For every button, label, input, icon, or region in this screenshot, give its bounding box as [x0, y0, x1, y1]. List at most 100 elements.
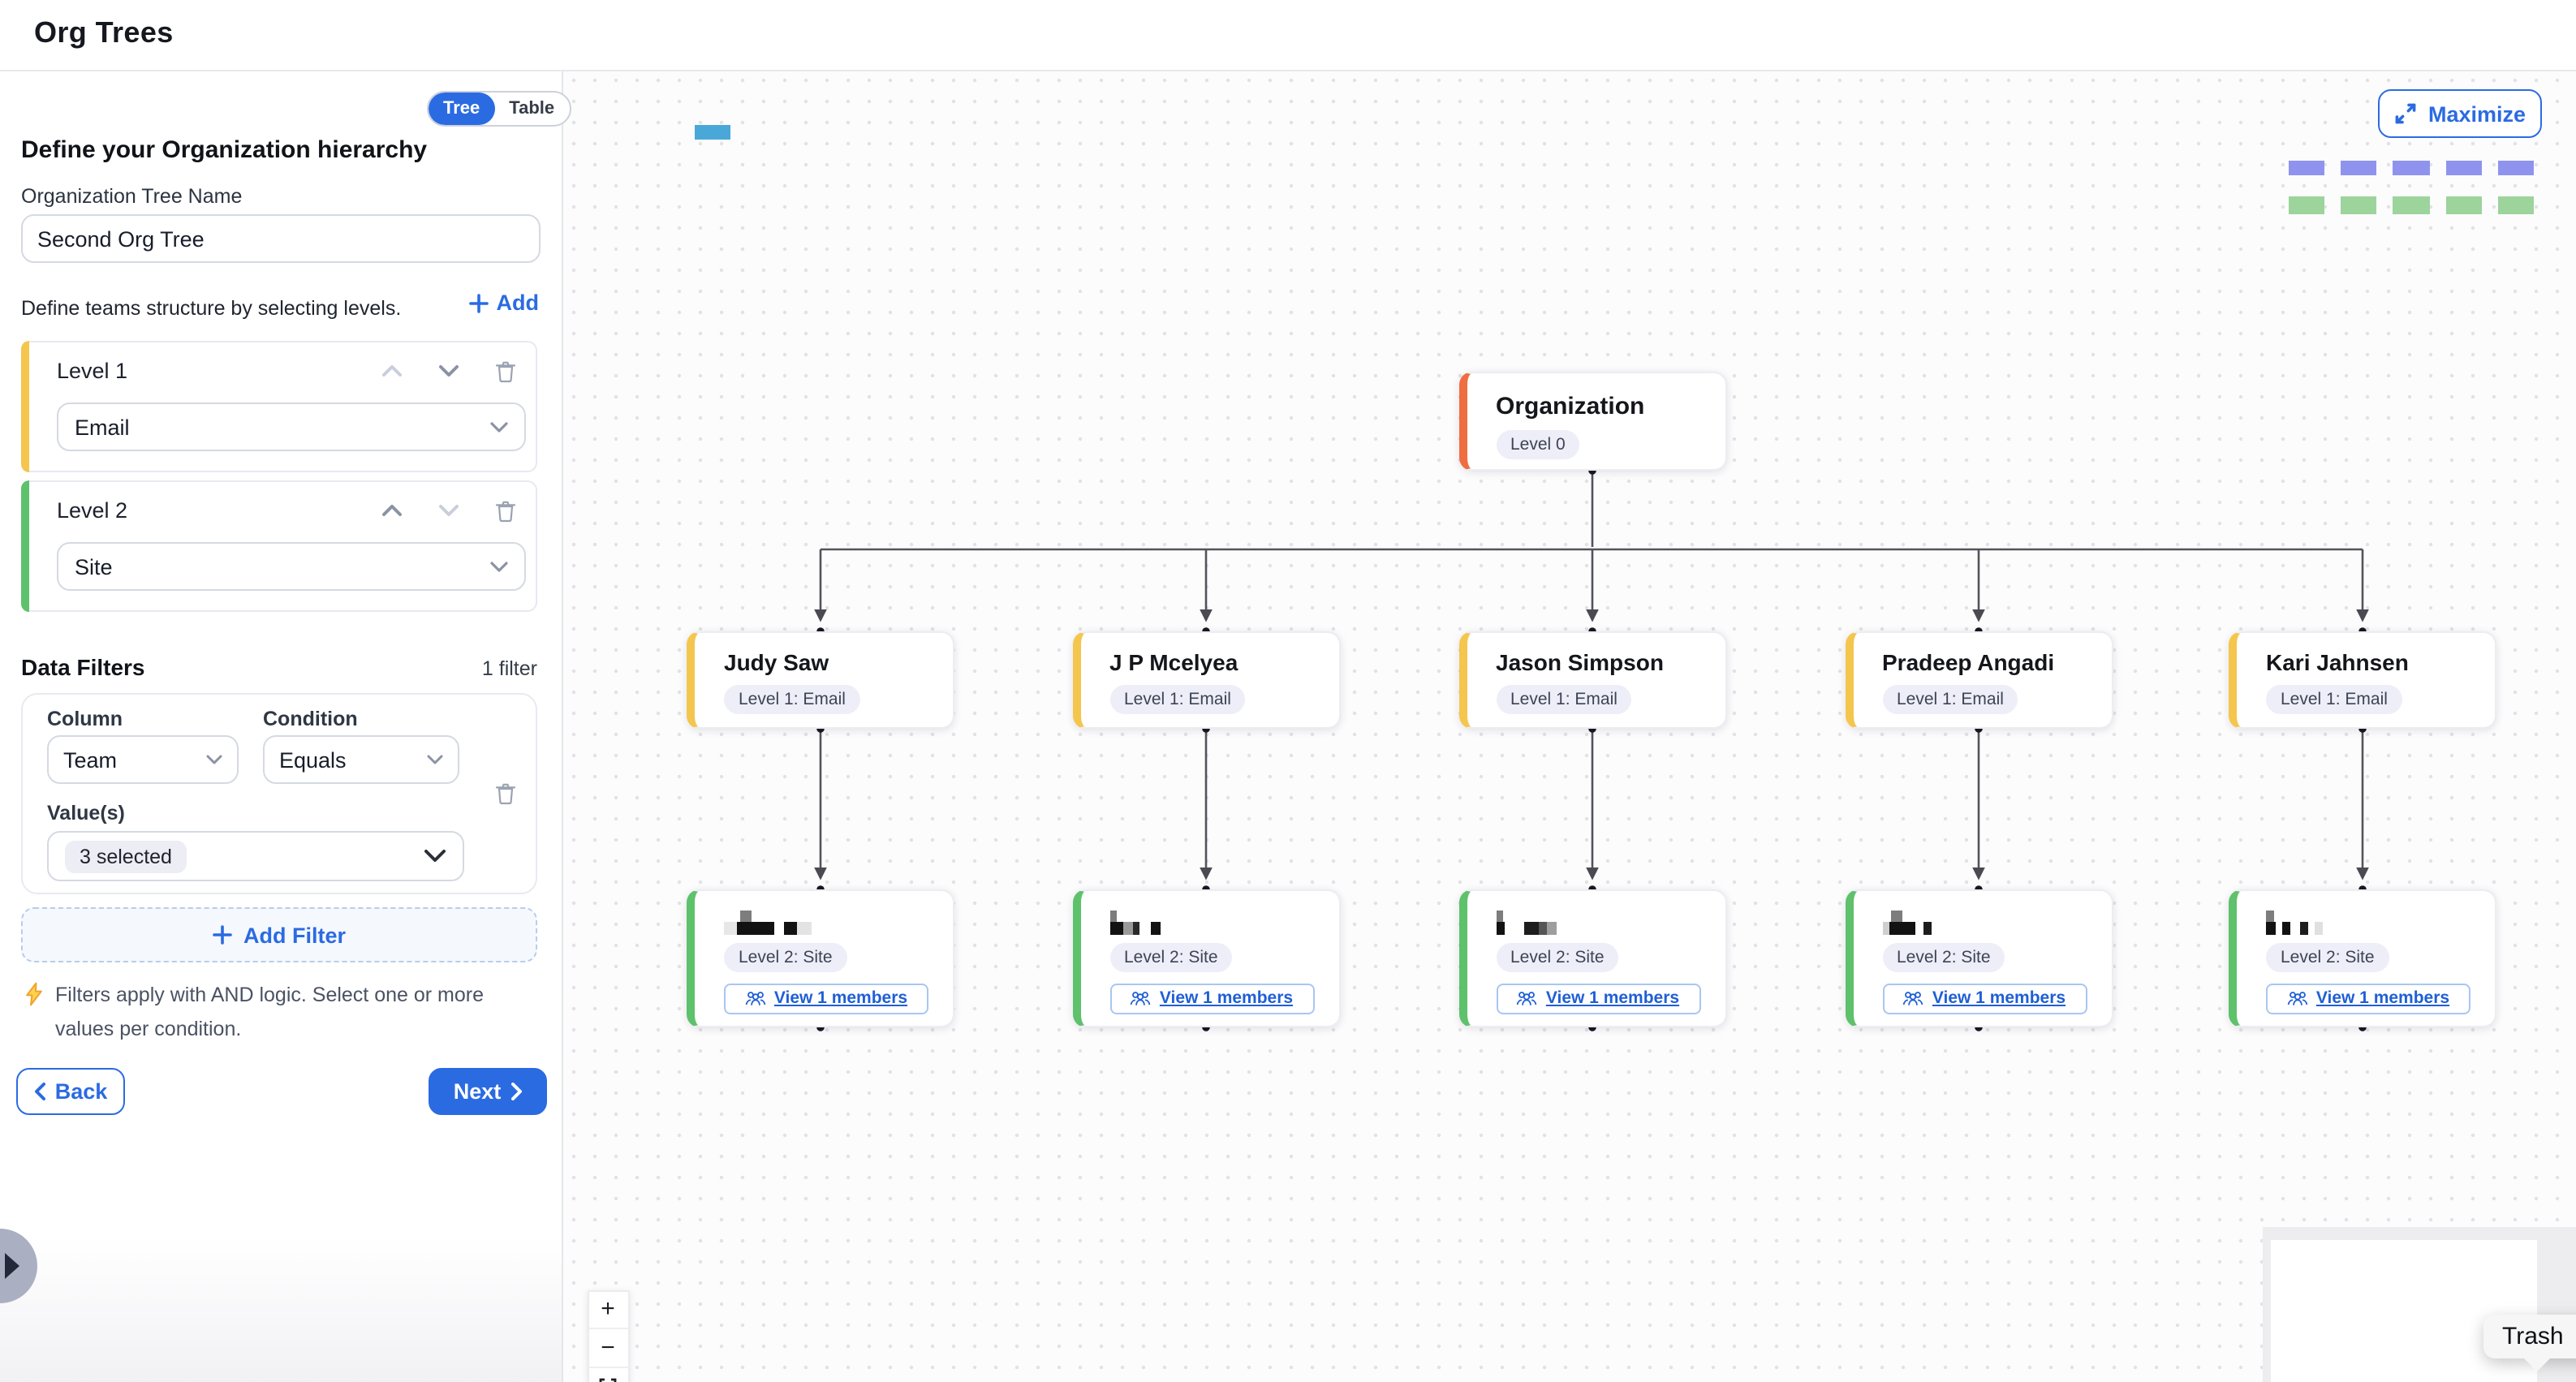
view-toggle: Tree Table: [427, 91, 571, 127]
chevron-right-icon: [510, 1083, 522, 1100]
move-down-icon[interactable]: [437, 499, 459, 522]
level-badge: Level 1: Email: [1496, 684, 1632, 713]
view-members-label: View 1 members: [774, 988, 907, 1008]
level2-field-select[interactable]: Site: [57, 542, 526, 591]
level-badge: Level 2: Site: [1109, 942, 1233, 971]
minimap-l2-node: [2497, 196, 2534, 214]
node-title: Kari Jahnsen: [2266, 648, 2495, 674]
org-node-level1[interactable]: Pradeep Angadi Level 1: Email: [1845, 631, 2113, 728]
org-node-level2[interactable]: Level 2: Site View 1 members: [1072, 889, 1340, 1027]
move-down-icon[interactable]: [437, 359, 459, 382]
next-button[interactable]: Next: [429, 1068, 547, 1115]
level-badge: Level 2: Site: [1882, 942, 2005, 971]
level-badge: Level 2: Site: [2266, 942, 2389, 971]
level-badge: Level 1: Email: [1882, 684, 2018, 713]
minimap-l2-node: [2393, 196, 2429, 214]
level-badge: Level 1: Email: [724, 684, 860, 713]
level-badge: Level 2: Site: [724, 942, 847, 971]
view-members-button[interactable]: View 1 members: [1109, 983, 1314, 1014]
add-filter-label: Add Filter: [243, 923, 346, 947]
delete-filter-icon[interactable]: [493, 782, 516, 805]
page-header: Org Trees: [0, 0, 2576, 71]
filters-note-text: Filters apply with AND logic. Select one…: [55, 979, 506, 1046]
org-node-root[interactable]: Organization Level 0: [1458, 371, 1726, 470]
next-label: Next: [454, 1079, 502, 1104]
view-members-label: View 1 members: [1546, 988, 1679, 1008]
people-icon: [1903, 990, 1924, 1006]
org-node-level1[interactable]: Jason Simpson Level 1: Email: [1458, 631, 1726, 728]
zoom-in-button[interactable]: +: [588, 1291, 627, 1329]
org-node-level2[interactable]: Level 2: Site View 1 members: [2229, 889, 2496, 1027]
redacted-name: [1882, 910, 2111, 936]
org-node-level2[interactable]: Level 2: Site View 1 members: [1845, 889, 2113, 1027]
plus-icon: [213, 925, 232, 945]
level1-field-value: Email: [75, 415, 130, 439]
values-label: Value(s): [47, 802, 125, 824]
move-up-icon[interactable]: [380, 499, 403, 522]
org-node-level2[interactable]: Level 2: Site View 1 members: [1458, 889, 1726, 1027]
toggle-table[interactable]: Table: [494, 93, 569, 125]
tooltip-tail: [2522, 1356, 2551, 1371]
org-tree-canvas[interactable]: Maximize Organization Level 0 Judy Saw L…: [563, 70, 2576, 1382]
view-members-button[interactable]: View 1 members: [1882, 983, 2087, 1014]
lightning-icon: [24, 982, 44, 1046]
level-badge: Level 1: Email: [1109, 684, 1246, 713]
node-title: Pradeep Angadi: [1882, 648, 2111, 674]
view-members-button[interactable]: View 1 members: [2266, 983, 2470, 1014]
condition-value: Equals: [279, 747, 347, 772]
minimap-viewport: [2271, 1240, 2537, 1382]
add-level-button[interactable]: Add: [469, 291, 540, 315]
minimap-l2-node: [2340, 196, 2376, 214]
filters-note: Filters apply with AND logic. Select one…: [24, 979, 511, 1046]
chevron-down-icon: [427, 755, 443, 764]
add-level-label: Add: [497, 291, 540, 315]
node-title: Jason Simpson: [1496, 648, 1725, 674]
view-members-button[interactable]: View 1 members: [1496, 983, 1700, 1014]
view-members-label: View 1 members: [2316, 988, 2449, 1008]
level-card-1: Level 1 Email: [21, 341, 537, 472]
redacted-name: [1496, 910, 1725, 936]
minimap-l1-node: [2497, 161, 2534, 174]
minimap-root-node: [694, 125, 730, 139]
fit-view-button[interactable]: [588, 1367, 627, 1382]
org-node-level1[interactable]: Judy Saw Level 1: Email: [687, 631, 954, 728]
zoom-out-button[interactable]: −: [588, 1329, 627, 1367]
level1-field-select[interactable]: Email: [57, 403, 526, 451]
view-members-label: View 1 members: [1932, 988, 2066, 1008]
delete-level-icon[interactable]: [493, 359, 516, 382]
node-title: Judy Saw: [724, 648, 953, 674]
zoom-controls: + −: [587, 1289, 629, 1382]
condition-select[interactable]: Equals: [263, 735, 459, 784]
node-title: J P Mcelyea: [1109, 648, 1338, 674]
org-node-level2[interactable]: Level 2: Site View 1 members: [687, 889, 954, 1027]
add-filter-button[interactable]: Add Filter: [21, 907, 537, 962]
level-badge: Level 1: Email: [2266, 684, 2402, 713]
plus-icon: [469, 293, 489, 312]
view-members-label: View 1 members: [1160, 988, 1293, 1008]
data-filters-header: Data Filters 1 filter: [21, 654, 537, 680]
org-node-level1[interactable]: J P Mcelyea Level 1: Email: [1072, 631, 1340, 728]
view-members-button[interactable]: View 1 members: [724, 983, 928, 1014]
minimap-l1-node: [2445, 161, 2482, 174]
tree-name-label: Organization Tree Name: [21, 185, 242, 208]
people-icon: [1517, 990, 1538, 1006]
toggle-tree[interactable]: Tree: [429, 93, 494, 125]
org-node-level1[interactable]: Kari Jahnsen Level 1: Email: [2229, 631, 2496, 728]
people-icon: [2287, 990, 2308, 1006]
trash-tooltip-label: Trash: [2502, 1322, 2564, 1350]
filter-count: 1 filter: [482, 657, 537, 680]
trash-tooltip: Trash: [2483, 1314, 2576, 1358]
values-select[interactable]: 3 selected: [47, 831, 464, 881]
data-filters-title: Data Filters: [21, 654, 145, 680]
people-icon: [745, 990, 766, 1006]
level-card-2: Level 2 Site: [21, 480, 537, 612]
column-select[interactable]: Team: [47, 735, 239, 784]
delete-level-icon[interactable]: [493, 499, 516, 522]
maximize-button[interactable]: Maximize: [2378, 89, 2542, 138]
move-up-icon[interactable]: [380, 359, 403, 382]
chevron-left-icon: [34, 1083, 45, 1100]
redacted-name: [2266, 910, 2495, 936]
back-button[interactable]: Back: [16, 1068, 125, 1115]
tree-name-input[interactable]: [21, 214, 541, 263]
